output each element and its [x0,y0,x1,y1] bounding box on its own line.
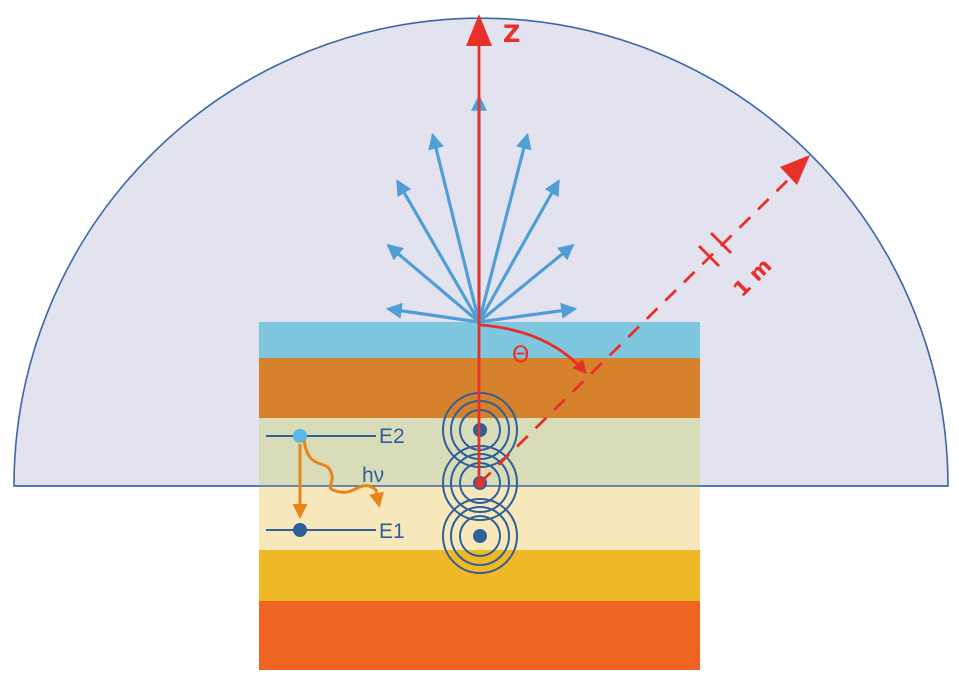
theta-label: Θ [512,343,529,368]
ray-right-high [477,132,532,324]
lower-level-label: E1 [379,520,405,543]
ray-right-mid [477,179,560,324]
photon-label: hν [362,464,384,487]
yellow-layer [259,550,700,601]
upper-level-label: E2 [379,425,405,448]
orange-layer [259,601,700,670]
direction-line [479,155,810,484]
ray-far-right [477,302,578,324]
energy-levels [266,429,385,537]
photon-wave [302,439,385,508]
ray-left-high [428,132,481,324]
ray-left-low [386,243,481,324]
hemisphere [13,17,949,487]
direction-arrowhead [780,155,810,185]
ray-far-left [385,302,481,324]
distance-break-marks [698,232,732,267]
z-axis-arrowhead [466,14,492,46]
z-axis-label: Z [503,20,520,48]
theta-arc [479,323,587,375]
lower-level-electron [293,523,307,537]
ray-left-mid [396,179,481,324]
emitter-lower [442,498,518,574]
ray-right-low [477,243,575,324]
upper-level-electron [293,429,307,443]
